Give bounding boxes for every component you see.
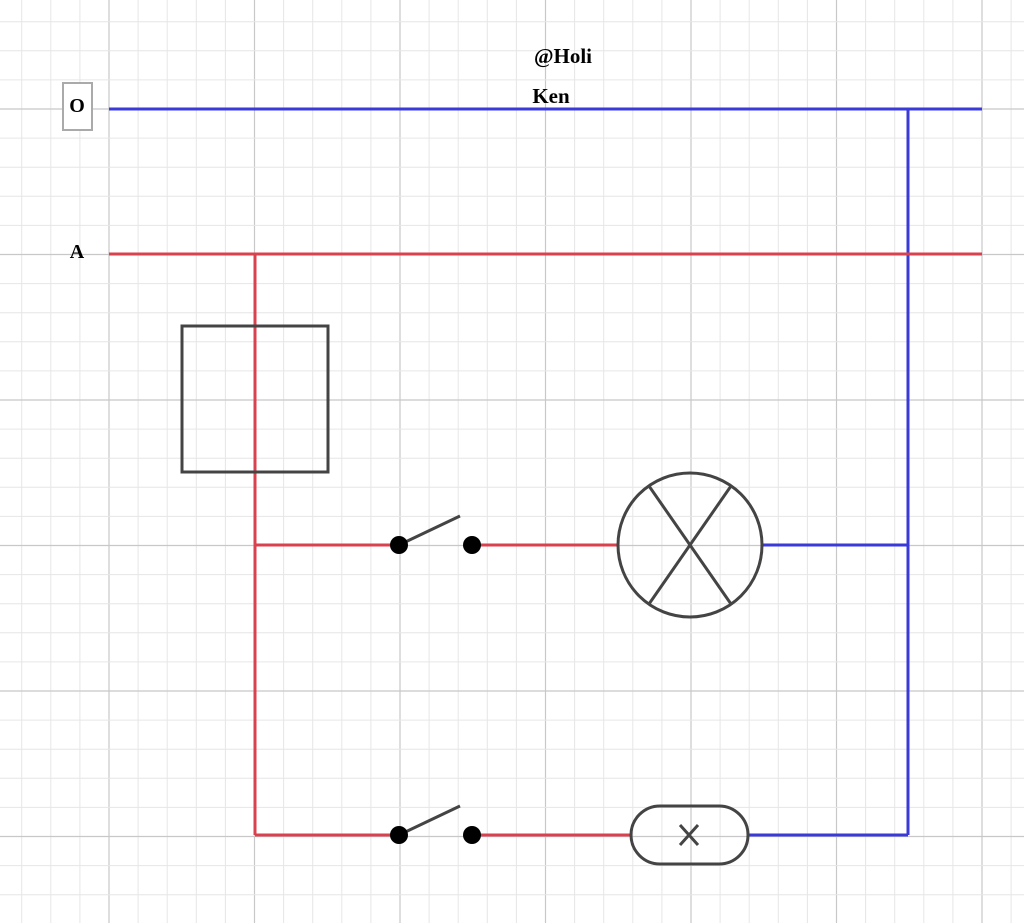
- neutral-wires: [109, 107, 982, 837]
- watermark-line2: Ken: [532, 84, 570, 108]
- phase-wires: [109, 252, 982, 837]
- switch-icon: [390, 804, 481, 844]
- neutral-label: O: [69, 95, 85, 117]
- switch-icon: [390, 514, 481, 554]
- lamp-icon: [616, 471, 764, 619]
- phase-label: A: [70, 241, 85, 263]
- fluorescent-lamp-icon: [629, 804, 750, 866]
- meter-box-icon: [180, 324, 330, 474]
- neutral-label-box: [62, 82, 93, 131]
- watermark-line1: @Holi: [534, 44, 592, 68]
